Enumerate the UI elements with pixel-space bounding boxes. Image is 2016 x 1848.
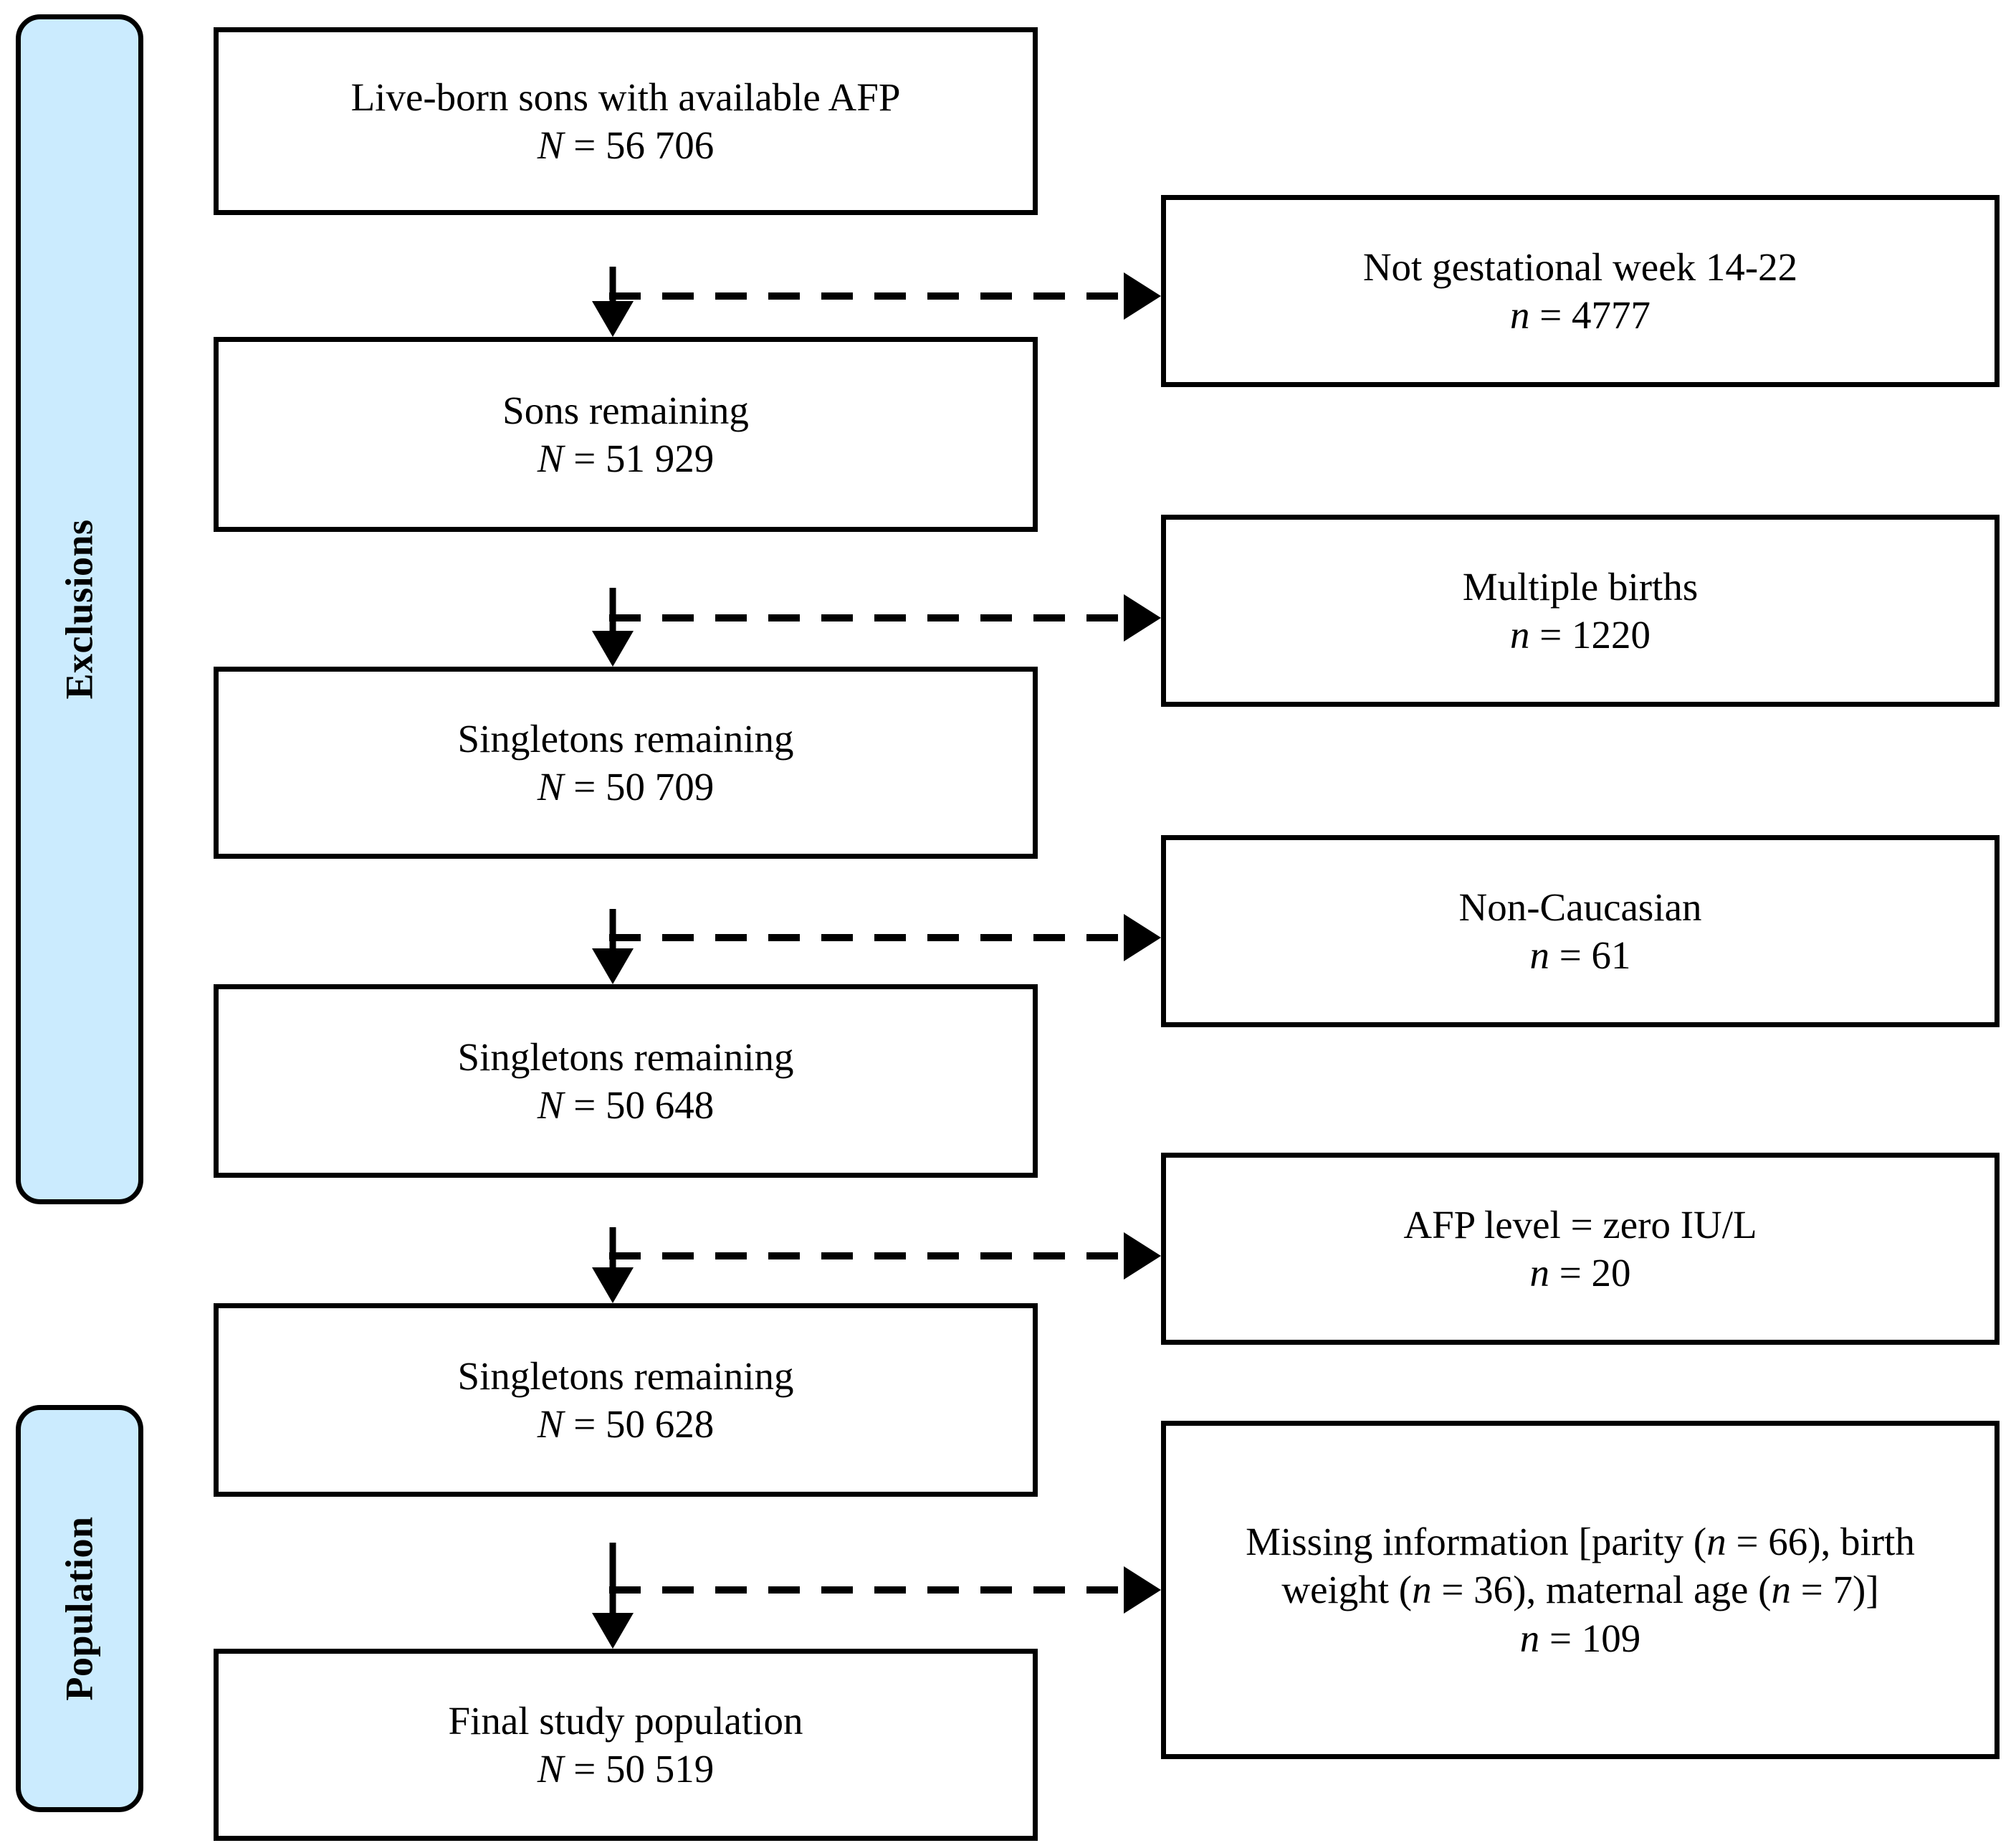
missing-info-part-1: Missing information [parity ( bbox=[1246, 1520, 1707, 1564]
node-singletons-remaining-2-count: N = 50 648 bbox=[537, 1083, 715, 1127]
exclusion-multiple-births-count: n = 1220 bbox=[1509, 613, 1651, 657]
node-singletons-remaining-1-title: Singletons remaining bbox=[457, 716, 794, 761]
side-category-exclusions-label: Exclusions bbox=[58, 519, 101, 700]
node-singletons-remaining-1-count-value: 50 709 bbox=[605, 765, 715, 809]
exclusion-afp-zero: AFP level = zero IU/L n = 20 bbox=[1161, 1153, 2000, 1345]
exclusion-missing-information-title: Missing information [parity (n = 66), bi… bbox=[1166, 1518, 1994, 1614]
exclusion-not-gestational-week-count-symbol: n bbox=[1509, 293, 1530, 337]
missing-info-symbol-weight: n bbox=[1412, 1568, 1432, 1612]
node-singletons-remaining-3: Singletons remaining N = 50 628 bbox=[214, 1303, 1038, 1497]
missing-info-symbol-parity: n bbox=[1706, 1520, 1726, 1564]
node-singletons-remaining-3-title: Singletons remaining bbox=[457, 1353, 794, 1398]
exclusion-not-gestational-week-count: n = 4777 bbox=[1509, 293, 1651, 337]
arrow-down-4-icon bbox=[591, 1227, 634, 1303]
node-final-study-population-title: Final study population bbox=[448, 1698, 803, 1743]
missing-info-symbol-age: n bbox=[1771, 1568, 1791, 1612]
node-singletons-remaining-1: Singletons remaining N = 50 709 bbox=[214, 667, 1038, 859]
node-final-study-population-count: N = 50 519 bbox=[537, 1747, 715, 1791]
exclusion-missing-information: Missing information [parity (n = 66), bi… bbox=[1161, 1421, 2000, 1759]
exclusion-non-caucasian-count-symbol: n bbox=[1529, 933, 1549, 977]
exclusion-non-caucasian-count: n = 61 bbox=[1529, 933, 1631, 977]
node-singletons-remaining-2-title: Singletons remaining bbox=[457, 1034, 794, 1079]
node-live-born-sons-count-symbol: N bbox=[537, 123, 564, 167]
exclusion-non-caucasian: Non-Caucasian n = 61 bbox=[1161, 835, 2000, 1027]
exclusion-not-gestational-week-count-value: 4777 bbox=[1572, 293, 1651, 337]
node-singletons-remaining-3-count-value: 50 628 bbox=[605, 1402, 715, 1446]
node-singletons-remaining-3-count-symbol: N bbox=[537, 1402, 564, 1446]
side-category-population-label: Population bbox=[58, 1516, 102, 1701]
exclusion-missing-information-count: n = 109 bbox=[1519, 1616, 1641, 1660]
arrow-down-1-icon bbox=[591, 267, 634, 337]
exclusion-afp-zero-count-value: 20 bbox=[1591, 1251, 1631, 1295]
node-sons-remaining-count-symbol: N bbox=[537, 437, 564, 480]
node-singletons-remaining-2-count-symbol: N bbox=[537, 1083, 564, 1127]
node-sons-remaining-title: Sons remaining bbox=[502, 388, 749, 432]
exclusion-not-gestational-week: Not gestational week 14-22 n = 4777 bbox=[1161, 195, 2000, 387]
exclusion-afp-zero-title: AFP level = zero IU/L bbox=[1403, 1202, 1757, 1247]
exclusion-not-gestational-week-title: Not gestational week 14-22 bbox=[1362, 244, 1798, 289]
exclusion-non-caucasian-title: Non-Caucasian bbox=[1458, 885, 1702, 929]
node-singletons-remaining-3-count: N = 50 628 bbox=[537, 1402, 715, 1446]
node-live-born-sons-count-value: 56 706 bbox=[605, 123, 715, 167]
missing-info-part-3: = 36), maternal bbox=[1431, 1568, 1684, 1612]
exclusion-missing-information-count-symbol: n bbox=[1519, 1616, 1540, 1660]
exclusion-multiple-births-count-value: 1220 bbox=[1572, 613, 1651, 657]
node-sons-remaining: Sons remaining N = 51 929 bbox=[214, 337, 1038, 532]
side-category-exclusions: Exclusions bbox=[16, 14, 143, 1204]
node-final-study-population-count-symbol: N bbox=[537, 1747, 564, 1791]
arrow-down-3-icon bbox=[591, 909, 634, 984]
node-live-born-sons-title: Live-born sons with available AFP bbox=[350, 75, 901, 119]
node-singletons-remaining-1-count: N = 50 709 bbox=[537, 765, 715, 809]
exclusion-multiple-births-title: Multiple births bbox=[1462, 564, 1699, 609]
node-final-study-population: Final study population N = 50 519 bbox=[214, 1649, 1038, 1841]
node-live-born-sons: Live-born sons with available AFP N = 56… bbox=[214, 27, 1038, 215]
exclusion-afp-zero-count-symbol: n bbox=[1529, 1251, 1549, 1295]
node-singletons-remaining-2: Singletons remaining N = 50 648 bbox=[214, 984, 1038, 1178]
node-singletons-remaining-1-count-symbol: N bbox=[537, 765, 564, 809]
missing-info-part-4: age ( bbox=[1693, 1568, 1772, 1612]
exclusion-multiple-births-count-symbol: n bbox=[1509, 613, 1530, 657]
missing-info-part-5: = 7)] bbox=[1790, 1568, 1879, 1612]
exclusion-missing-information-count-value: 109 bbox=[1581, 1616, 1641, 1660]
exclusion-multiple-births: Multiple births n = 1220 bbox=[1161, 515, 2000, 707]
exclusion-afp-zero-count: n = 20 bbox=[1529, 1251, 1631, 1295]
node-sons-remaining-count-value: 51 929 bbox=[605, 437, 715, 480]
arrow-down-5-icon bbox=[591, 1543, 634, 1649]
arrow-down-2-icon bbox=[591, 588, 634, 667]
node-live-born-sons-count: N = 56 706 bbox=[537, 123, 715, 167]
exclusion-non-caucasian-count-value: 61 bbox=[1591, 933, 1631, 977]
side-category-population: Population bbox=[16, 1405, 143, 1812]
node-final-study-population-count-value: 50 519 bbox=[605, 1747, 715, 1791]
node-sons-remaining-count: N = 51 929 bbox=[537, 437, 715, 480]
missing-info-part-2: = 66), birth weight ( bbox=[1281, 1520, 1915, 1612]
node-singletons-remaining-2-count-value: 50 648 bbox=[605, 1083, 715, 1127]
